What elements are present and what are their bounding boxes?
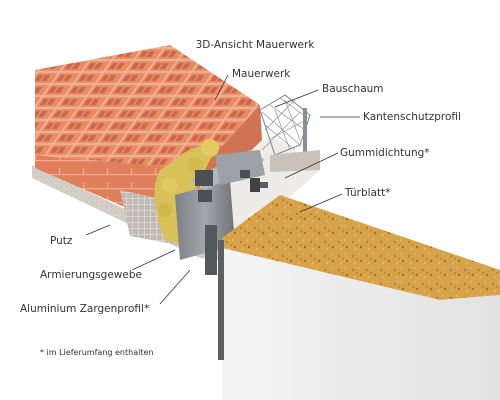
label-mauerwerk: Mauerwerk [232,68,291,80]
label-tuerblatt: Türblatt* [344,187,390,199]
kantenschutzprofil [259,94,320,172]
label-kantenschutzprofil: Kantenschutzprofil [363,111,461,123]
aluminium-zargenprofil [175,150,265,275]
gummidichtung-seal [250,178,268,192]
label-aluminium-zargenprofil: Aluminium Zargenprofil* [20,303,149,315]
label-putz: Putz [50,235,73,247]
footnote: * im Lieferumfang enthalten [40,348,153,357]
label-gummidichtung: Gummidichtung* [340,147,430,159]
label-bauschaum: Bauschaum [322,83,384,95]
label-armierungsgewebe: Armierungsgewebe [40,269,142,281]
tuerblatt-door [218,195,500,400]
leader-lines [85,74,360,305]
diagram-title: 3D-Ansicht Mauerwerk [196,39,316,51]
